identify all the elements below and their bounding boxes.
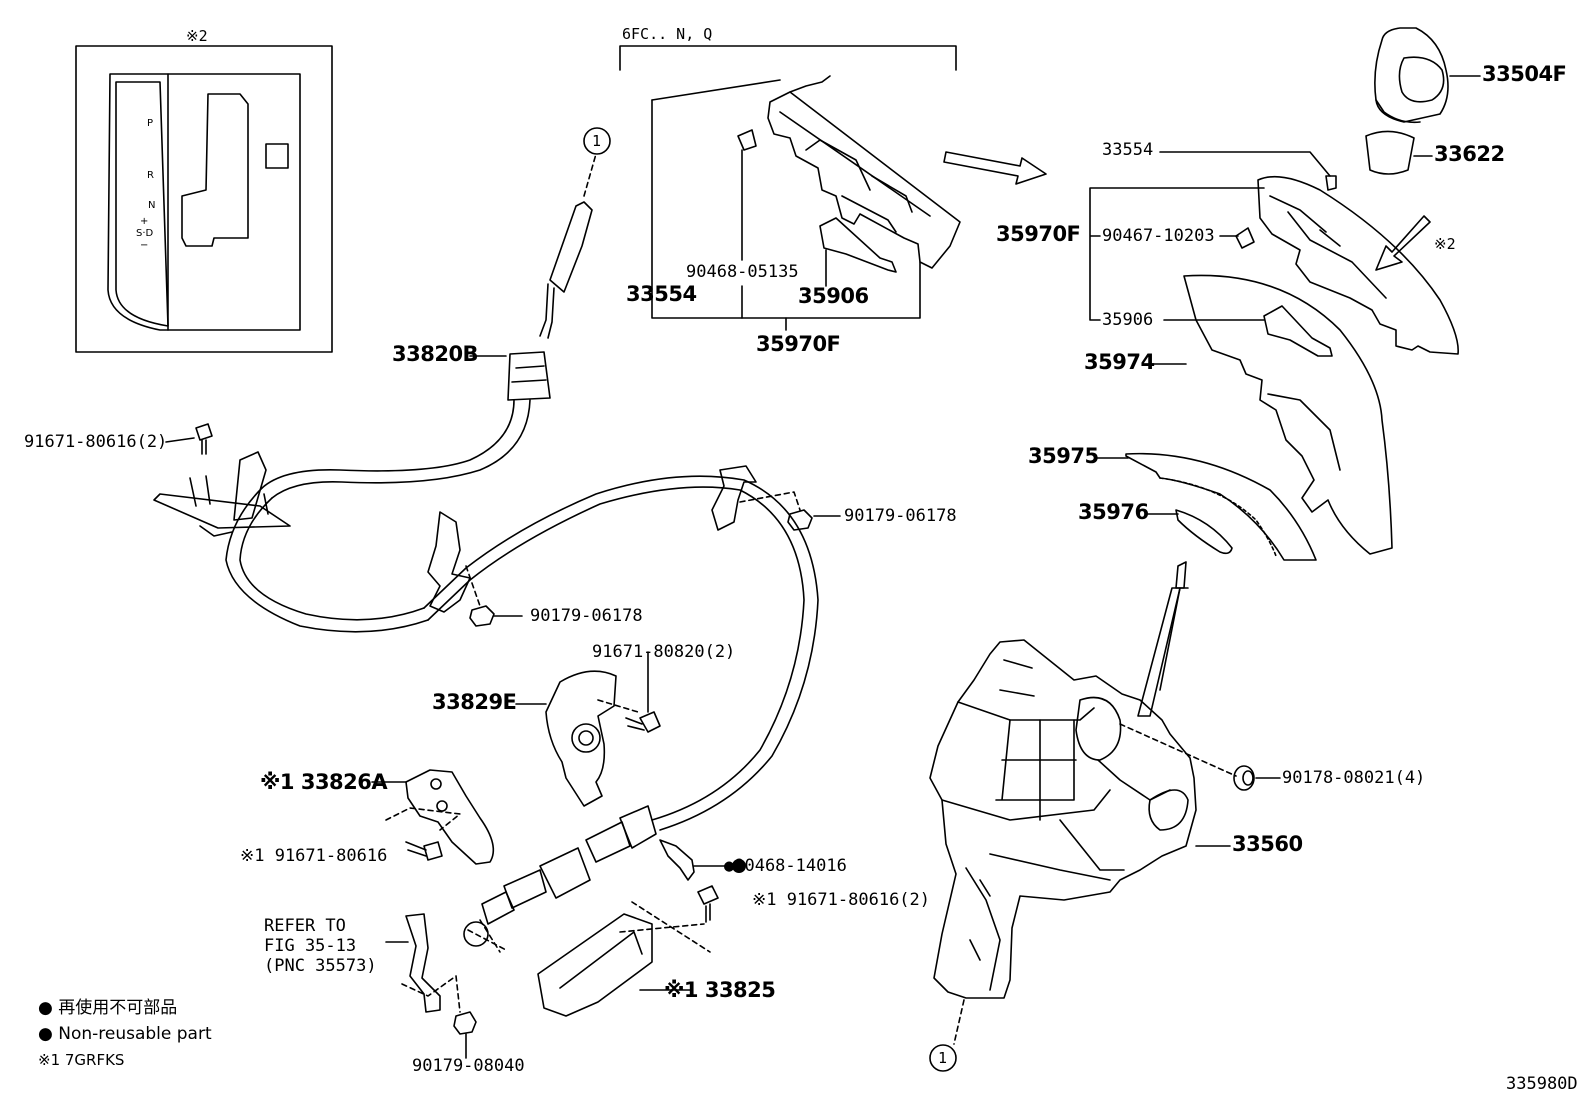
label-35974: 35974 [1084, 350, 1155, 374]
cable-clip-top [711, 465, 757, 531]
non-reusable-dot [732, 859, 746, 873]
label-33829e: 33829E [432, 690, 517, 714]
label-90468-14016: ●90468-14016 [724, 856, 847, 876]
label-33554-left: 33554 [626, 282, 697, 306]
callout-number-bottom: 1 [938, 1049, 948, 1067]
bracket-refer-35573 [405, 913, 441, 1013]
leader-33554-right [1159, 151, 1331, 177]
label-35976: 35976 [1078, 500, 1149, 524]
variant-bracket [619, 45, 957, 71]
bezel-35976 [1175, 509, 1233, 555]
legend-en: ● Non-reusable part [38, 1024, 212, 1044]
bolt-91671-80820 [625, 711, 661, 733]
base-plate [153, 451, 291, 537]
leader-91671-80616-2 [165, 437, 195, 443]
gear-letter-p: P [147, 118, 154, 129]
refer-line-1: REFER TO [264, 916, 346, 936]
label-35970f-right: 35970F [996, 222, 1081, 246]
gear-letter-r: R [147, 170, 154, 181]
inset-note-mark: ※2 [186, 27, 208, 45]
shift-lever-assembly-33560 [929, 561, 1197, 999]
arrow-down-left [1375, 215, 1431, 271]
refer-line-3: (PNC 35573) [264, 956, 377, 976]
dashed-cable-end [467, 919, 507, 953]
refer-line-2: FIG 35-13 [264, 936, 357, 956]
label-note2-right: ※2 [1434, 235, 1456, 253]
gear-letter-minus: − [140, 240, 149, 251]
boot-33622 [1365, 130, 1415, 175]
dashed-33560-bottom [953, 999, 965, 1045]
dashed-to-nut-b [739, 491, 801, 511]
label-90178-08021: 90178-08021(4) [1282, 768, 1426, 788]
label-33504f: 33504F [1482, 62, 1567, 86]
dashed-refer [401, 975, 461, 1013]
leader-35970f-right-group [1089, 187, 1265, 321]
label-33825: ※1 33825 [664, 978, 776, 1002]
arrow-right [943, 151, 1047, 185]
label-91671-80616-2: 91671-80616(2) [24, 432, 168, 452]
dashed-33829e-bolt [597, 699, 639, 713]
nut-90179-06178-b [787, 509, 813, 531]
label-35975: 35975 [1028, 444, 1099, 468]
label-91671-80820-2: 91671-80820(2) [592, 642, 736, 662]
legend-note1: ※1 7GRFKS [38, 1051, 125, 1069]
label-33560: 33560 [1232, 832, 1303, 856]
cable-bracket-left [427, 511, 471, 613]
shift-cable-33820b [225, 201, 819, 831]
label-33826a: ※1 33826A [260, 770, 388, 794]
dashed-33826a [385, 807, 461, 831]
callout-circle-bottom [929, 1044, 957, 1072]
dashed-33560-top [1119, 723, 1237, 777]
nut-90179-08040 [453, 1011, 477, 1035]
shift-knob-33504f [1374, 27, 1449, 124]
bolt-91671-80616-b [405, 841, 443, 861]
dashed-to-nut-a [465, 565, 481, 607]
indicator-housing-35970f [737, 75, 961, 273]
label-90179-06178-a: 90179-06178 [530, 606, 643, 626]
dashed-33825 [619, 901, 711, 953]
leader-35970f-group [651, 79, 781, 101]
bracket-33826a [405, 769, 495, 865]
label-90467-10203: 90467-10203 [1102, 226, 1215, 246]
legend-jp: ● 再使用不可部品 [38, 998, 178, 1018]
bracket-33829e [545, 670, 617, 807]
bolt-91671-80616-c [697, 885, 719, 923]
clip-90468-14016 [659, 839, 695, 881]
bezel-35975 [1125, 452, 1317, 561]
bracket-33825 [537, 913, 653, 1017]
nut-90179-06178-a [469, 605, 495, 627]
label-33820b: 33820B [392, 342, 479, 366]
label-35970f-bottom: 35970F [756, 332, 841, 356]
label-90179-06178-b: 90179-06178 [844, 506, 957, 526]
console-cover-35970f [1235, 175, 1459, 357]
label-33554-top: 33554 [1102, 140, 1154, 160]
bezel-35974 [1183, 274, 1393, 555]
label-33622: 33622 [1434, 142, 1505, 166]
gear-letter-sd: S·D [136, 228, 154, 239]
variant-label: 6FC.. N, Q [622, 25, 713, 43]
bushing-90178-08021 [1233, 765, 1255, 791]
bolt-91671-80616-2 [195, 423, 213, 455]
label-90179-08040: 90179-08040 [412, 1056, 525, 1076]
cable-end [463, 805, 657, 947]
label-35906-mid: 35906 [798, 284, 869, 308]
cable-dashed-top [583, 153, 597, 197]
label-91671-80616-c: ※1 91671-80616(2) [752, 890, 931, 910]
label-35906-right: 35906 [1102, 310, 1154, 330]
label-91671-80616-b: ※1 91671-80616 [240, 846, 388, 866]
callout-circle-top [583, 127, 611, 155]
figure-id: 335980D [1506, 1074, 1578, 1094]
gear-letter-plus: + [140, 216, 149, 227]
shift-gate-inset [75, 45, 333, 353]
callout-number-top: 1 [592, 132, 602, 150]
gear-letter-n: N [148, 200, 156, 211]
label-90468-05135: 90468-05135 [686, 262, 799, 282]
